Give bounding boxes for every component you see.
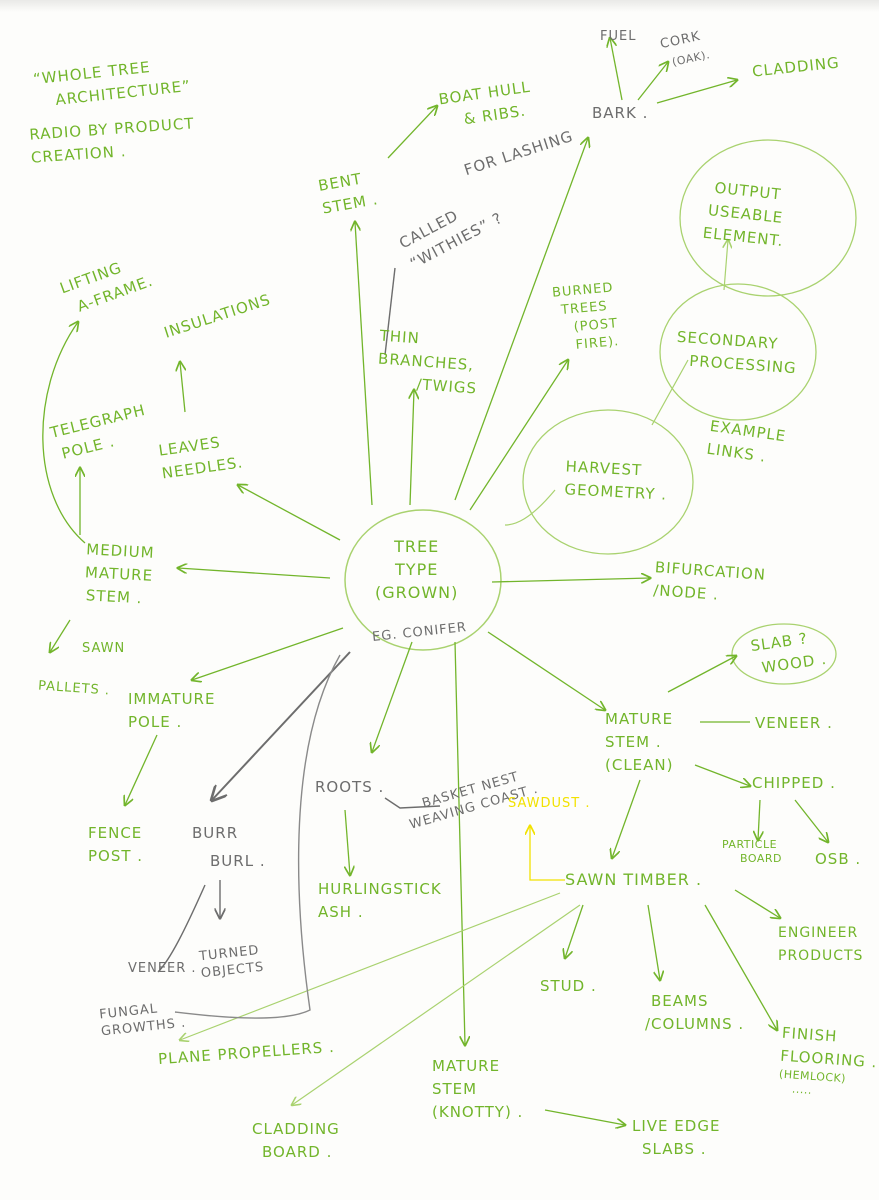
- node-turned-objects: TURNED OBJECTS: [198, 942, 265, 982]
- node-burned-trees: BURNED TREES (POST FIRE).: [550, 279, 620, 356]
- cladding-board-line-2: BOARD .: [262, 1143, 333, 1161]
- beams-line-2: /COLUMNS .: [645, 1015, 745, 1033]
- node-chipped: CHIPPED .: [752, 774, 836, 792]
- node-bent-stem: BENT STEM .: [316, 165, 380, 220]
- paper-edge: [0, 0, 879, 12]
- secondary-circle: [659, 283, 817, 421]
- particle-line-1: PARTICLE: [722, 838, 778, 851]
- node-harvest-geometry: HARVEST GEOMETRY .: [564, 455, 669, 506]
- mature-clean-line-1: MATURE: [605, 710, 674, 728]
- node-hurling-stick: HURLINGSTICK ASH .: [318, 878, 442, 924]
- live-edge-line-1: LIVE EDGE: [632, 1117, 721, 1135]
- fence-line-2: POST .: [88, 847, 144, 865]
- node-live-edge: LIVE EDGE SLABS .: [632, 1115, 720, 1161]
- green-arrows: [42, 38, 828, 1125]
- node-sawn-timber: SAWN TIMBER .: [565, 870, 703, 889]
- slab-circle: [731, 623, 837, 685]
- hurling-line-1: HURLINGSTICK: [318, 880, 442, 898]
- node-output: OUTPUT USEABLE ELEMENT.: [702, 176, 790, 253]
- node-veneer-left: VENEER .: [128, 961, 197, 976]
- fence-line-1: FENCE: [88, 824, 143, 842]
- node-sawdust: SAWDUST .: [508, 796, 591, 811]
- engineered-line-1: ENGINEER: [778, 925, 859, 941]
- node-stud: STUD .: [540, 977, 597, 995]
- node-secondary: SECONDARY PROCESSING: [675, 326, 799, 380]
- node-osb: OSB .: [815, 850, 862, 868]
- knotty-line-1: MATURE: [432, 1057, 501, 1075]
- knotty-line-3: (KNOTTY) .: [432, 1103, 524, 1121]
- node-beams: BEAMS /COLUMNS .: [645, 990, 744, 1036]
- node-medium-mature: MEDIUM MATURE STEM .: [83, 538, 155, 610]
- knotty-line-2: STEM: [432, 1080, 478, 1098]
- node-cladding-board: CLADDING BOARD .: [252, 1118, 340, 1164]
- gray-strokes: [157, 267, 441, 1019]
- center-line-2: TYPE: [395, 560, 439, 579]
- node-thin-branches: THIN BRANCHES, /TWIGS: [376, 325, 481, 401]
- node-burr: BURR: [192, 824, 239, 842]
- node-particle-board: PARTICLE BOARD: [722, 838, 782, 866]
- node-veneer-right: VENEER .: [755, 714, 833, 732]
- node-engineered: ENGINEER PRODUCTS: [778, 922, 863, 968]
- center-node: TREE TYPE (GROWN): [375, 535, 458, 604]
- medium-line-3: STEM .: [85, 586, 143, 608]
- output-circle: [679, 139, 857, 297]
- center-circle: [344, 509, 502, 651]
- engineered-line-2: PRODUCTS: [778, 948, 864, 964]
- node-finish-flooring: FINISH FLOORING . (HEMLOCK) .....: [778, 1022, 879, 1103]
- cladding-board-line-1: CLADDING: [252, 1120, 340, 1138]
- center-line-1: TREE: [394, 537, 440, 556]
- mature-clean-line-3: (CLEAN): [605, 756, 674, 774]
- node-fence-post: FENCE POST .: [88, 822, 143, 868]
- particle-line-2: BOARD: [740, 852, 782, 865]
- node-roots: ROOTS .: [315, 778, 385, 796]
- harvest-circle: [522, 409, 694, 555]
- node-bifurcation: BIFURCATION /NODE .: [653, 556, 767, 610]
- beams-line-1: BEAMS: [651, 992, 709, 1010]
- mature-clean-line-2: STEM .: [605, 733, 662, 751]
- node-burl: BURL .: [210, 852, 266, 870]
- center-line-3: (GROWN): [375, 583, 459, 602]
- node-bark: BARK .: [592, 104, 649, 122]
- immature-line-1: IMMATURE: [128, 690, 216, 708]
- yellow-arrow: [530, 826, 565, 881]
- node-mature-stem-knotty: MATURE STEM (KNOTTY) .: [432, 1055, 523, 1124]
- node-fuel: FUEL: [600, 29, 637, 44]
- live-edge-line-2: SLABS .: [642, 1140, 707, 1158]
- node-immature-pole: IMMATURE POLE .: [128, 688, 215, 734]
- node-sawn: SAWN: [82, 641, 126, 656]
- immature-line-2: POLE .: [128, 713, 183, 731]
- hurling-line-2: ASH .: [318, 903, 364, 921]
- node-mature-stem-clean: MATURE STEM . (CLEAN): [605, 708, 674, 777]
- light-green-links: [180, 240, 728, 1105]
